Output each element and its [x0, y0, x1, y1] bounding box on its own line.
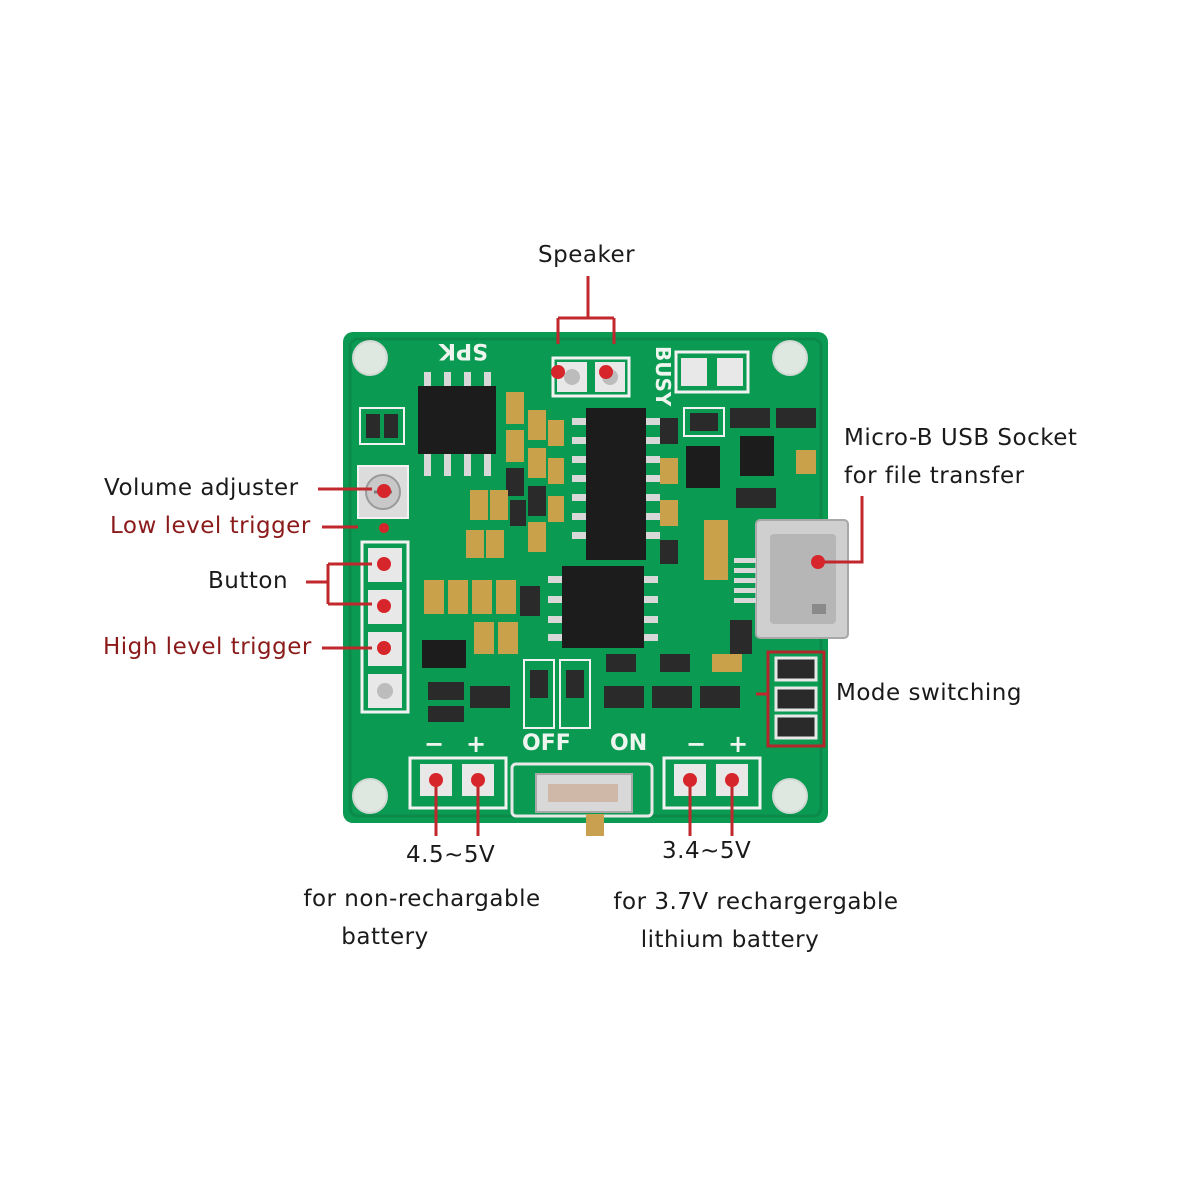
- marker-left-neg: [429, 773, 443, 787]
- label-voltage-left: 4.5~5V: [406, 842, 496, 868]
- marker-dots: [377, 365, 825, 787]
- label-button: Button: [208, 568, 289, 594]
- label-voltage-right: 3.4~5V: [662, 838, 752, 864]
- marker-button-1: [377, 557, 391, 571]
- label-voltage-left-desc-1: for non-rechargable: [303, 886, 541, 912]
- mode-pads: [766, 650, 826, 748]
- label-usb-line2: for file transfer: [844, 463, 1025, 489]
- label-high-level-trigger: High level trigger: [103, 634, 312, 660]
- marker-volume: [377, 484, 391, 498]
- silk-on: ON: [610, 731, 647, 756]
- power-slide-switch: [510, 762, 654, 836]
- marker-right-neg: [683, 773, 697, 787]
- marker-usb: [811, 555, 825, 569]
- marker-right-pos: [725, 773, 739, 787]
- silk-plus-right: +: [728, 730, 748, 758]
- silk-spk: SPK: [438, 338, 488, 363]
- ic-main: [572, 408, 660, 560]
- label-usb-line1: Micro-B USB Socket: [844, 425, 1078, 451]
- marker-high-trigger: [377, 641, 391, 655]
- label-mode-switching: Mode switching: [836, 680, 1022, 706]
- label-low-level-trigger: Low level trigger: [110, 513, 311, 539]
- marker-speaker-right: [599, 365, 613, 379]
- mounting-holes: [352, 340, 808, 814]
- silk-plus-left: +: [466, 730, 486, 758]
- leader-lines: [306, 276, 864, 836]
- silk-busy: BUSY: [651, 346, 675, 407]
- label-voltage-left-desc-2: battery: [341, 924, 429, 950]
- ic-soic8: [418, 372, 496, 476]
- label-voltage-right-desc-2: lithium battery: [640, 927, 820, 953]
- smd-components: [359, 392, 816, 729]
- ic-flash: [548, 566, 658, 648]
- marker-speaker-left: [551, 365, 565, 379]
- label-speaker: Speaker: [538, 242, 636, 268]
- marker-low-trigger: [379, 523, 389, 533]
- marker-button-2: [377, 599, 391, 613]
- silk-minus-left: −: [424, 730, 444, 758]
- label-voltage-right-desc-1: for 3.7V rechargergable: [613, 889, 899, 915]
- silk-off: OFF: [522, 731, 571, 756]
- marker-left-pos: [471, 773, 485, 787]
- label-volume-adjuster: Volume adjuster: [104, 475, 299, 501]
- silk-minus-right: −: [686, 730, 706, 758]
